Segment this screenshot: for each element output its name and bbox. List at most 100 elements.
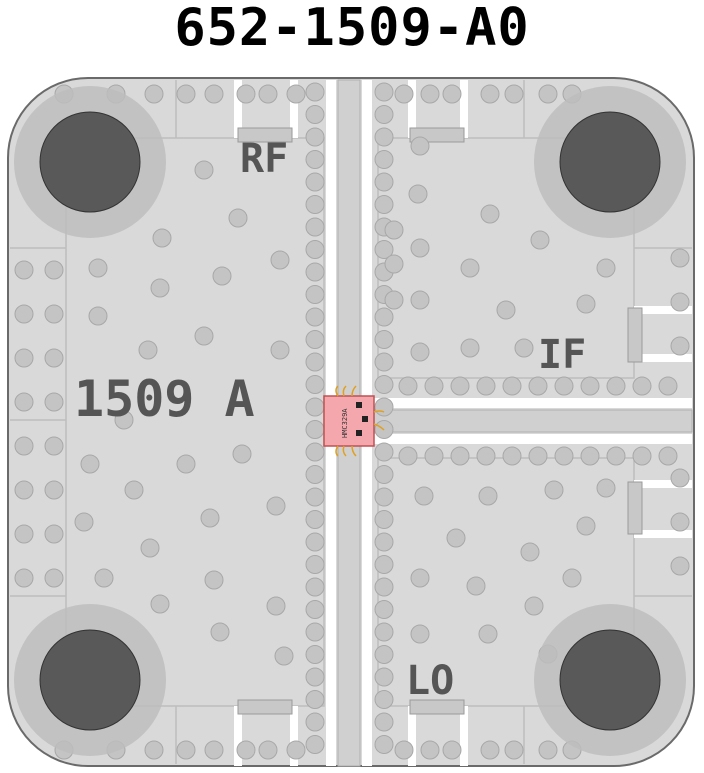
via bbox=[194, 160, 214, 180]
via bbox=[554, 376, 574, 396]
label-if: IF bbox=[538, 332, 586, 378]
via bbox=[496, 300, 516, 320]
via bbox=[305, 465, 325, 484]
via bbox=[80, 454, 100, 474]
via bbox=[305, 555, 325, 574]
via bbox=[204, 84, 224, 104]
via bbox=[480, 84, 500, 104]
via bbox=[562, 568, 582, 588]
via bbox=[420, 740, 440, 760]
via bbox=[606, 446, 626, 466]
via bbox=[394, 740, 414, 760]
via bbox=[670, 512, 690, 532]
via bbox=[114, 410, 134, 430]
via bbox=[374, 690, 394, 709]
via bbox=[530, 230, 550, 250]
via bbox=[632, 376, 652, 396]
via bbox=[305, 240, 325, 259]
via bbox=[420, 84, 440, 104]
via bbox=[305, 172, 325, 192]
via bbox=[658, 376, 678, 396]
via bbox=[502, 376, 522, 396]
via bbox=[478, 624, 498, 644]
via bbox=[44, 480, 64, 500]
label-board-id: 1509 A bbox=[74, 370, 255, 428]
via bbox=[176, 84, 196, 104]
via bbox=[374, 375, 394, 394]
via bbox=[410, 290, 430, 310]
via bbox=[374, 352, 394, 372]
via bbox=[374, 150, 394, 169]
via bbox=[305, 150, 325, 169]
mounting-hole-top-left bbox=[14, 86, 166, 238]
via bbox=[384, 290, 404, 310]
via bbox=[480, 740, 500, 760]
via bbox=[44, 348, 64, 368]
via bbox=[176, 454, 196, 474]
via bbox=[305, 442, 325, 462]
via bbox=[305, 397, 325, 417]
via bbox=[424, 376, 444, 396]
via bbox=[374, 172, 394, 192]
via bbox=[670, 292, 690, 312]
via bbox=[305, 330, 325, 349]
via bbox=[44, 524, 64, 544]
via bbox=[410, 342, 430, 362]
chip-marking: HMC329A bbox=[341, 408, 349, 438]
via bbox=[204, 570, 224, 590]
via bbox=[232, 444, 252, 464]
via bbox=[606, 376, 626, 396]
via bbox=[305, 532, 325, 552]
via bbox=[14, 304, 34, 324]
via bbox=[258, 84, 278, 104]
via bbox=[200, 508, 220, 528]
via bbox=[580, 446, 600, 466]
via bbox=[274, 646, 294, 666]
via bbox=[305, 105, 325, 124]
via bbox=[14, 568, 34, 588]
via bbox=[44, 568, 64, 588]
ground-regions bbox=[10, 80, 692, 764]
via bbox=[270, 250, 290, 270]
via bbox=[480, 204, 500, 224]
via bbox=[374, 240, 394, 259]
via bbox=[374, 105, 394, 124]
via bbox=[305, 262, 325, 282]
via bbox=[504, 740, 524, 760]
via bbox=[398, 446, 418, 466]
via bbox=[374, 487, 394, 507]
via bbox=[374, 555, 394, 574]
via bbox=[144, 84, 164, 104]
via bbox=[374, 510, 394, 529]
via bbox=[466, 576, 486, 596]
via bbox=[554, 446, 574, 466]
board-part-number: 652-1509-A0 bbox=[174, 0, 530, 58]
via bbox=[140, 538, 160, 558]
via bbox=[236, 740, 256, 760]
via bbox=[305, 600, 325, 619]
via bbox=[374, 127, 394, 147]
via bbox=[538, 740, 558, 760]
via bbox=[44, 260, 64, 280]
via bbox=[670, 556, 690, 576]
via bbox=[476, 446, 496, 466]
via bbox=[258, 740, 278, 760]
via bbox=[544, 480, 564, 500]
via bbox=[44, 436, 64, 456]
via bbox=[580, 376, 600, 396]
via bbox=[286, 740, 306, 760]
via bbox=[286, 84, 306, 104]
via bbox=[504, 84, 524, 104]
via bbox=[446, 528, 466, 548]
via bbox=[176, 740, 196, 760]
via bbox=[460, 338, 480, 358]
via bbox=[374, 307, 394, 327]
via bbox=[194, 326, 214, 346]
via bbox=[14, 436, 34, 456]
via bbox=[212, 266, 232, 286]
mounting-holes bbox=[14, 86, 686, 756]
via bbox=[394, 84, 414, 104]
via bbox=[410, 238, 430, 258]
via bbox=[576, 516, 596, 536]
via bbox=[305, 217, 325, 237]
